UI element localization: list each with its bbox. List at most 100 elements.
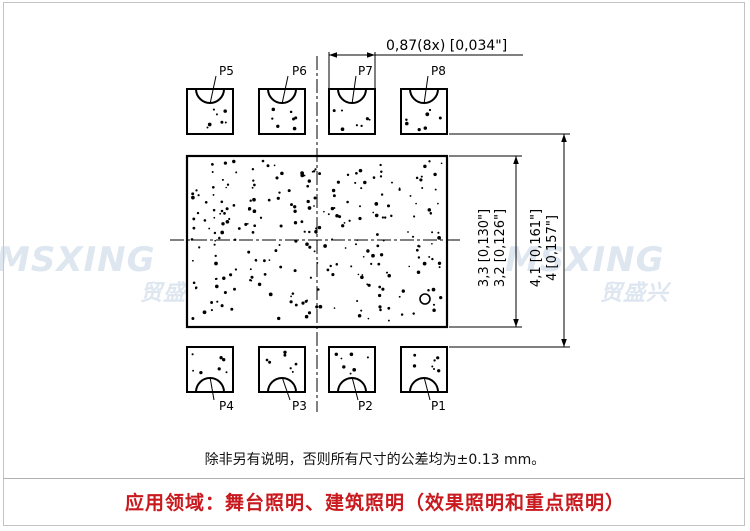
speckle: [346, 173, 350, 177]
pad-speckle: [412, 364, 417, 368]
speckle: [367, 317, 370, 320]
speckle: [314, 230, 318, 234]
speckle: [377, 293, 382, 298]
speckle: [367, 283, 371, 287]
speckle: [313, 196, 317, 200]
speckle: [249, 268, 252, 271]
pad-speckle: [225, 371, 228, 374]
speckle: [343, 222, 346, 224]
pad-speckle: [292, 117, 295, 121]
pad-speckle: [433, 359, 436, 362]
pad-speckle: [291, 370, 294, 373]
speckle: [306, 299, 309, 302]
speckle: [437, 236, 441, 240]
speckle: [235, 171, 238, 174]
speckle: [362, 255, 365, 258]
pin-label-p7: P7: [358, 64, 373, 78]
speckle: [381, 287, 385, 291]
pad-p8: [400, 88, 448, 135]
speckle: [223, 290, 227, 295]
speckle: [358, 216, 362, 221]
speckle: [363, 180, 367, 185]
speckle: [192, 226, 196, 230]
speckle: [432, 308, 436, 312]
pad-speckle: [438, 116, 442, 120]
pad-speckle: [219, 356, 223, 360]
speckle: [438, 266, 441, 269]
speckle: [331, 273, 335, 277]
speckle: [192, 217, 196, 221]
speckle: [219, 212, 222, 215]
speckle: [336, 180, 340, 184]
speckle: [346, 200, 349, 204]
speckle: [293, 269, 297, 273]
speckle: [427, 288, 430, 292]
speckle: [230, 307, 234, 311]
speckle: [387, 274, 391, 278]
pad-speckle: [352, 367, 357, 372]
package-height-nominal: 4,1 [0,161"]: [529, 209, 544, 287]
speckle: [268, 259, 271, 261]
speckle: [287, 189, 291, 193]
speckle: [374, 213, 379, 218]
pin-label-p3: P3: [292, 399, 307, 413]
speckle: [413, 215, 416, 218]
height-dimensions: [449, 133, 570, 348]
speckle: [294, 303, 298, 307]
speckle: [228, 217, 231, 221]
pin-label-p4: P4: [219, 399, 234, 413]
pad-speckle: [292, 126, 297, 131]
speckle: [274, 249, 278, 253]
pad-speckle: [413, 353, 417, 357]
speckle: [211, 171, 214, 173]
speckle: [314, 168, 317, 171]
speckle: [398, 188, 401, 191]
speckle: [212, 193, 215, 196]
speckle: [303, 174, 306, 177]
speckle: [261, 159, 265, 163]
speckle: [208, 227, 211, 230]
speckle: [259, 216, 263, 219]
pad-speckles: [191, 107, 442, 375]
pad-speckle: [436, 356, 440, 360]
speckle: [232, 159, 236, 164]
speckle: [417, 256, 421, 259]
pad-p1: [400, 346, 448, 393]
speckle: [431, 287, 436, 292]
speckle: [361, 274, 364, 276]
pad-speckle: [222, 358, 226, 362]
speckle: [194, 287, 197, 290]
speckle: [427, 208, 432, 212]
speckle: [317, 288, 320, 291]
speckle: [293, 209, 297, 213]
speckle: [387, 319, 390, 322]
pad-speckle: [349, 352, 354, 357]
speckle: [293, 205, 297, 209]
speckle: [229, 273, 233, 277]
speckle: [375, 233, 379, 236]
speckle: [434, 188, 437, 191]
pad-speckle: [212, 108, 215, 111]
speckle: [218, 236, 221, 240]
speckle: [210, 309, 213, 312]
speckle: [222, 276, 226, 281]
speckle: [311, 170, 314, 173]
speckle: [357, 313, 362, 318]
speckle: [415, 202, 417, 205]
speckle: [263, 273, 267, 276]
speckle: [391, 181, 393, 184]
speckle: [371, 253, 375, 258]
pad-speckle: [365, 117, 369, 121]
speckle: [307, 206, 312, 210]
pad-speckle: [265, 358, 269, 362]
speckle: [246, 222, 249, 225]
speckle: [279, 224, 283, 228]
speckle: [233, 287, 236, 291]
speckle: [291, 292, 295, 295]
speckle: [401, 289, 405, 293]
speckle: [344, 247, 347, 249]
speckle: [354, 243, 358, 246]
speckle: [326, 268, 330, 272]
speckle: [305, 242, 309, 246]
speckle: [215, 277, 218, 280]
